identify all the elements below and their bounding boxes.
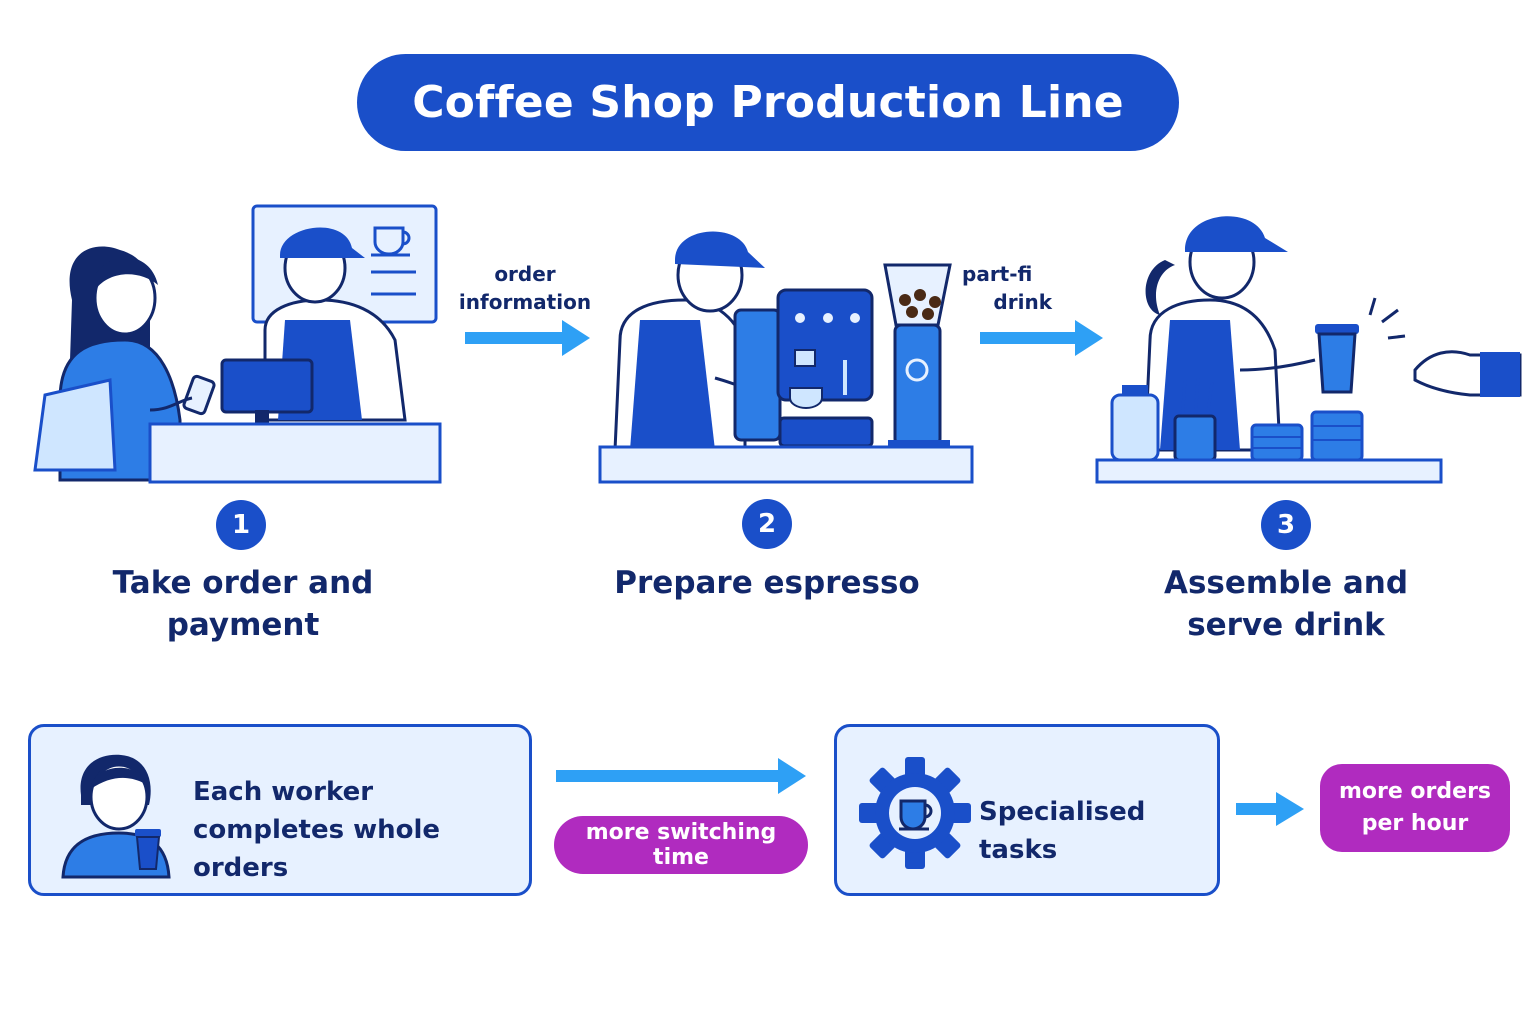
part-filled-drink-label: part-fi drink: [962, 260, 1052, 316]
generalist-worker-icon: [61, 754, 171, 879]
specialist-box: Specialised tasks: [834, 724, 1220, 896]
order-information-line1: order: [494, 262, 556, 286]
espresso-scene: [598, 231, 974, 484]
order-counter-scene: [33, 204, 442, 484]
part-filled-line2: drink: [993, 290, 1052, 314]
arrow-right-icon: [980, 320, 1103, 356]
switching-time-tag: more switching time: [554, 816, 808, 874]
cup-stack-icon: [1250, 410, 1364, 462]
arrow-right-icon: [465, 320, 590, 356]
order-information-label: order information: [455, 260, 595, 316]
part-filled-line1: part-fi: [962, 262, 1033, 286]
arrow-right-icon: [556, 758, 806, 794]
grinder-icon: [883, 263, 952, 448]
step-1-label-line2: payment: [166, 607, 320, 643]
menu-coffee-cup-icon: [371, 226, 411, 257]
arrow-right-icon: [1236, 792, 1304, 826]
generalist-line1: Each worker: [193, 777, 374, 807]
register-icon: [220, 358, 314, 428]
step-2-label: Prepare espresso: [590, 562, 944, 604]
coffee-cup-icon: [899, 799, 933, 831]
step-2-label-line1: Prepare espresso: [614, 565, 920, 601]
sparkle-icon: [1368, 297, 1406, 340]
step-3-label-line1: Assemble and: [1163, 565, 1409, 601]
jar-icon: [1110, 385, 1160, 462]
step-2-badge: 2: [742, 499, 792, 549]
order-information-line2: information: [458, 290, 592, 314]
generalist-line2: completes whole orders: [193, 815, 441, 883]
orders-per-hour-tag: more orders per hour: [1320, 764, 1510, 852]
server-figure: [1143, 216, 1316, 452]
orders-per-hour-line1: more orders: [1338, 779, 1492, 804]
step-3-badge: 3: [1261, 500, 1311, 550]
title-banner: Coffee Shop Production Line: [357, 54, 1179, 151]
espresso-machine-icon: [733, 288, 874, 448]
step-3-label: Assemble and serve drink: [1130, 562, 1442, 646]
serve-scene: [1095, 216, 1522, 484]
straw-holder-icon: [1173, 377, 1217, 462]
takeaway-cup-icon: [1315, 324, 1359, 394]
specialised-tasks-label: Specialised tasks: [979, 797, 1146, 865]
orders-per-hour-line2: per hour: [1361, 811, 1469, 836]
generalist-text: Each worker completes whole orders: [193, 773, 523, 887]
barista-figure: [613, 231, 776, 452]
gear-icon: [859, 757, 971, 869]
step-1-label-line1: Take order and: [112, 565, 374, 601]
step-1-badge: 1: [216, 500, 266, 550]
generalist-box: Each worker completes whole orders: [28, 724, 532, 896]
hand-icon: [1413, 350, 1522, 397]
page-title: Coffee Shop Production Line: [412, 77, 1124, 128]
step-3-label-line2: serve drink: [1187, 607, 1385, 643]
step-1-label: Take order and payment: [90, 562, 396, 646]
